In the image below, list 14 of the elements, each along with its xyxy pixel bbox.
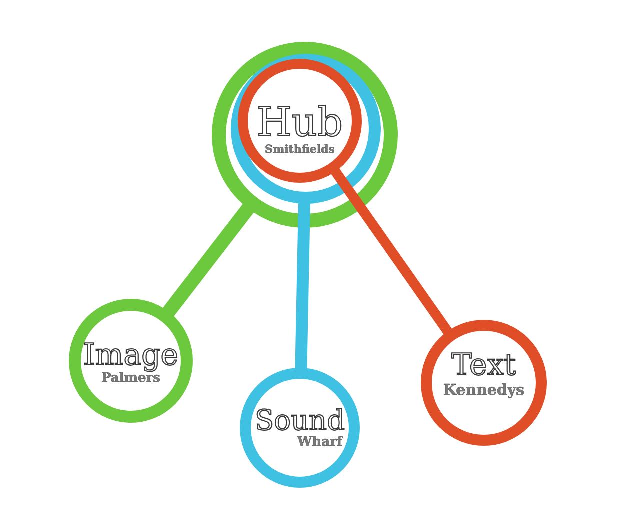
outer-ring [212, 42, 398, 228]
node-title: Sound [254, 406, 346, 436]
node-subtitle: Wharf [298, 436, 342, 450]
circle-node [69, 299, 193, 423]
circle-node [240, 368, 360, 488]
node-title: Text [452, 350, 516, 382]
node-title: Hub [256, 102, 344, 144]
node-title: Image [83, 340, 179, 372]
inner-ring [238, 59, 362, 183]
circle-node [421, 320, 547, 446]
node-subtitle: Kennedys [443, 382, 525, 398]
middle-ring [231, 54, 381, 204]
node-subtitle: Palmers [102, 372, 160, 386]
node-subtitle: Smithfields [265, 144, 335, 156]
